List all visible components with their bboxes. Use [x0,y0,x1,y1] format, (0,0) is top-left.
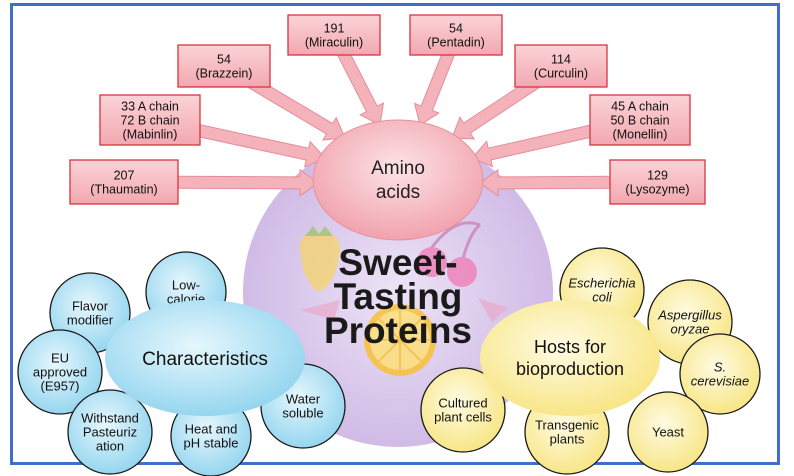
protein-label-line-1: 45 A chain [611,99,669,113]
amino-acids-node: Amino acids [312,119,484,241]
host-circle [679,333,761,415]
amino-title-line1: Amino [371,158,425,179]
protein-label-line-3: (Monellin) [613,127,668,141]
host-label-line-2: oryzae [670,322,709,337]
host-label-line-1: Transgenic [535,418,599,433]
characteristic-label-line-1: Low- [172,278,200,293]
host-circle [627,391,709,473]
protein-label-line-1: 191 [324,21,345,35]
protein-box-rect [514,44,608,88]
protein-box-rect [69,159,179,205]
protein-label-line-2: (Lysozyme) [625,182,689,196]
protein-label-line-1: 33 A chain [121,99,179,113]
protein-label-line-1: 114 [551,52,571,66]
host-label-line-1: Aspergillus [657,308,722,323]
protein-box-rect [287,14,381,56]
orange-slice-icon [364,304,436,376]
hosts-node: Hosts for bioproduction [480,300,660,416]
characteristic-label-line-1: Withstand [81,411,139,426]
host-label-line-1: Escherichia [568,276,635,291]
protein-label-line-1: 207 [114,168,135,182]
characteristic-label-line-1: Water [286,392,321,407]
amino-acids-circle [312,119,484,241]
protein-label-line-2: (Pentadin) [427,35,485,49]
protein-box-rect [177,44,271,88]
characteristic-label-line-1: Heat and [185,422,238,437]
characteristic-label-line-1: EU [51,351,69,366]
characteristic-label-line-2: modifier [67,313,114,328]
hosts-title-line2: bioproduction [516,359,624,379]
characteristic-label-line-2: soluble [282,406,323,421]
characteristic-label-line-2: pH stable [184,436,239,451]
protein-label-line-1: 129 [647,168,668,182]
characteristic-label-line-3: (E957) [40,379,79,394]
hosts-circle [480,300,660,416]
protein-box: 54(Pentadin) [409,14,503,56]
hosts-title-line1: Hosts for [534,337,606,357]
protein-label-line-2: 72 B chain [120,113,179,127]
host-label-line-2: cerevisiae [691,374,750,389]
characteristic-circle [67,389,153,475]
main-title-line3: Proteins [324,310,472,351]
host-item: Yeast [627,391,709,473]
candy-icon [300,298,508,322]
host-label-line-2: coli [592,290,613,305]
characteristic-label-line-3: ation [96,439,124,454]
main-title-line1: Sweet- [338,242,457,283]
main-title: Sweet- Tasting Proteins [324,242,472,351]
characteristics-circle [105,300,305,416]
protein-label-line-2: (Curculin) [534,66,588,80]
strawberry-icon [300,226,340,292]
diagram-frame [10,3,780,465]
protein-label-line-2: (Miraculin) [305,35,363,49]
protein-label-line-2: (Thaumatin) [90,182,157,196]
host-label-line-1: Cultured [438,396,487,411]
protein-label-line-3: (Mabinlin) [123,127,178,141]
protein-box: 54(Brazzein) [177,44,271,88]
protein-box-rect [609,159,706,205]
characteristic-label-line-2: approved [33,365,87,380]
protein-box: 114(Curculin) [514,44,608,88]
characteristic-label-line-2: Pasteuriz [83,425,137,440]
host-circle [420,367,506,453]
characteristic-circle [17,329,103,415]
protein-label-line-2: 50 B chain [610,113,669,127]
amino-title-line2: acids [376,182,420,203]
cherries-icon [417,221,481,287]
protein-label-line-1: 54 [217,52,231,66]
protein-box-rect [589,94,691,146]
characteristics-items: Low-calorieFlavormodifierEUapproved(E957… [17,251,346,476]
characteristic-label-line-1: Flavor [72,299,109,314]
protein-label-line-2: (Brazzein) [196,66,253,80]
protein-box: 191(Miraculin) [287,14,381,56]
main-title-line2: Tasting [334,276,463,317]
host-label-line-1: Yeast [652,425,684,440]
protein-label-line-1: 54 [449,21,463,35]
characteristics-node: Characteristics [105,300,305,416]
characteristics-title: Characteristics [142,349,268,370]
host-label-line-2: plants [550,432,585,447]
protein-box: 207(Thaumatin) [69,159,179,205]
host-item: S.cerevisiae [679,333,761,415]
host-label-line-2: plant cells [434,410,492,425]
protein-box-rect [409,14,503,56]
host-label-line-1: S. [714,360,726,375]
protein-box: 129(Lysozyme) [609,159,706,205]
protein-box-rect [99,94,201,146]
